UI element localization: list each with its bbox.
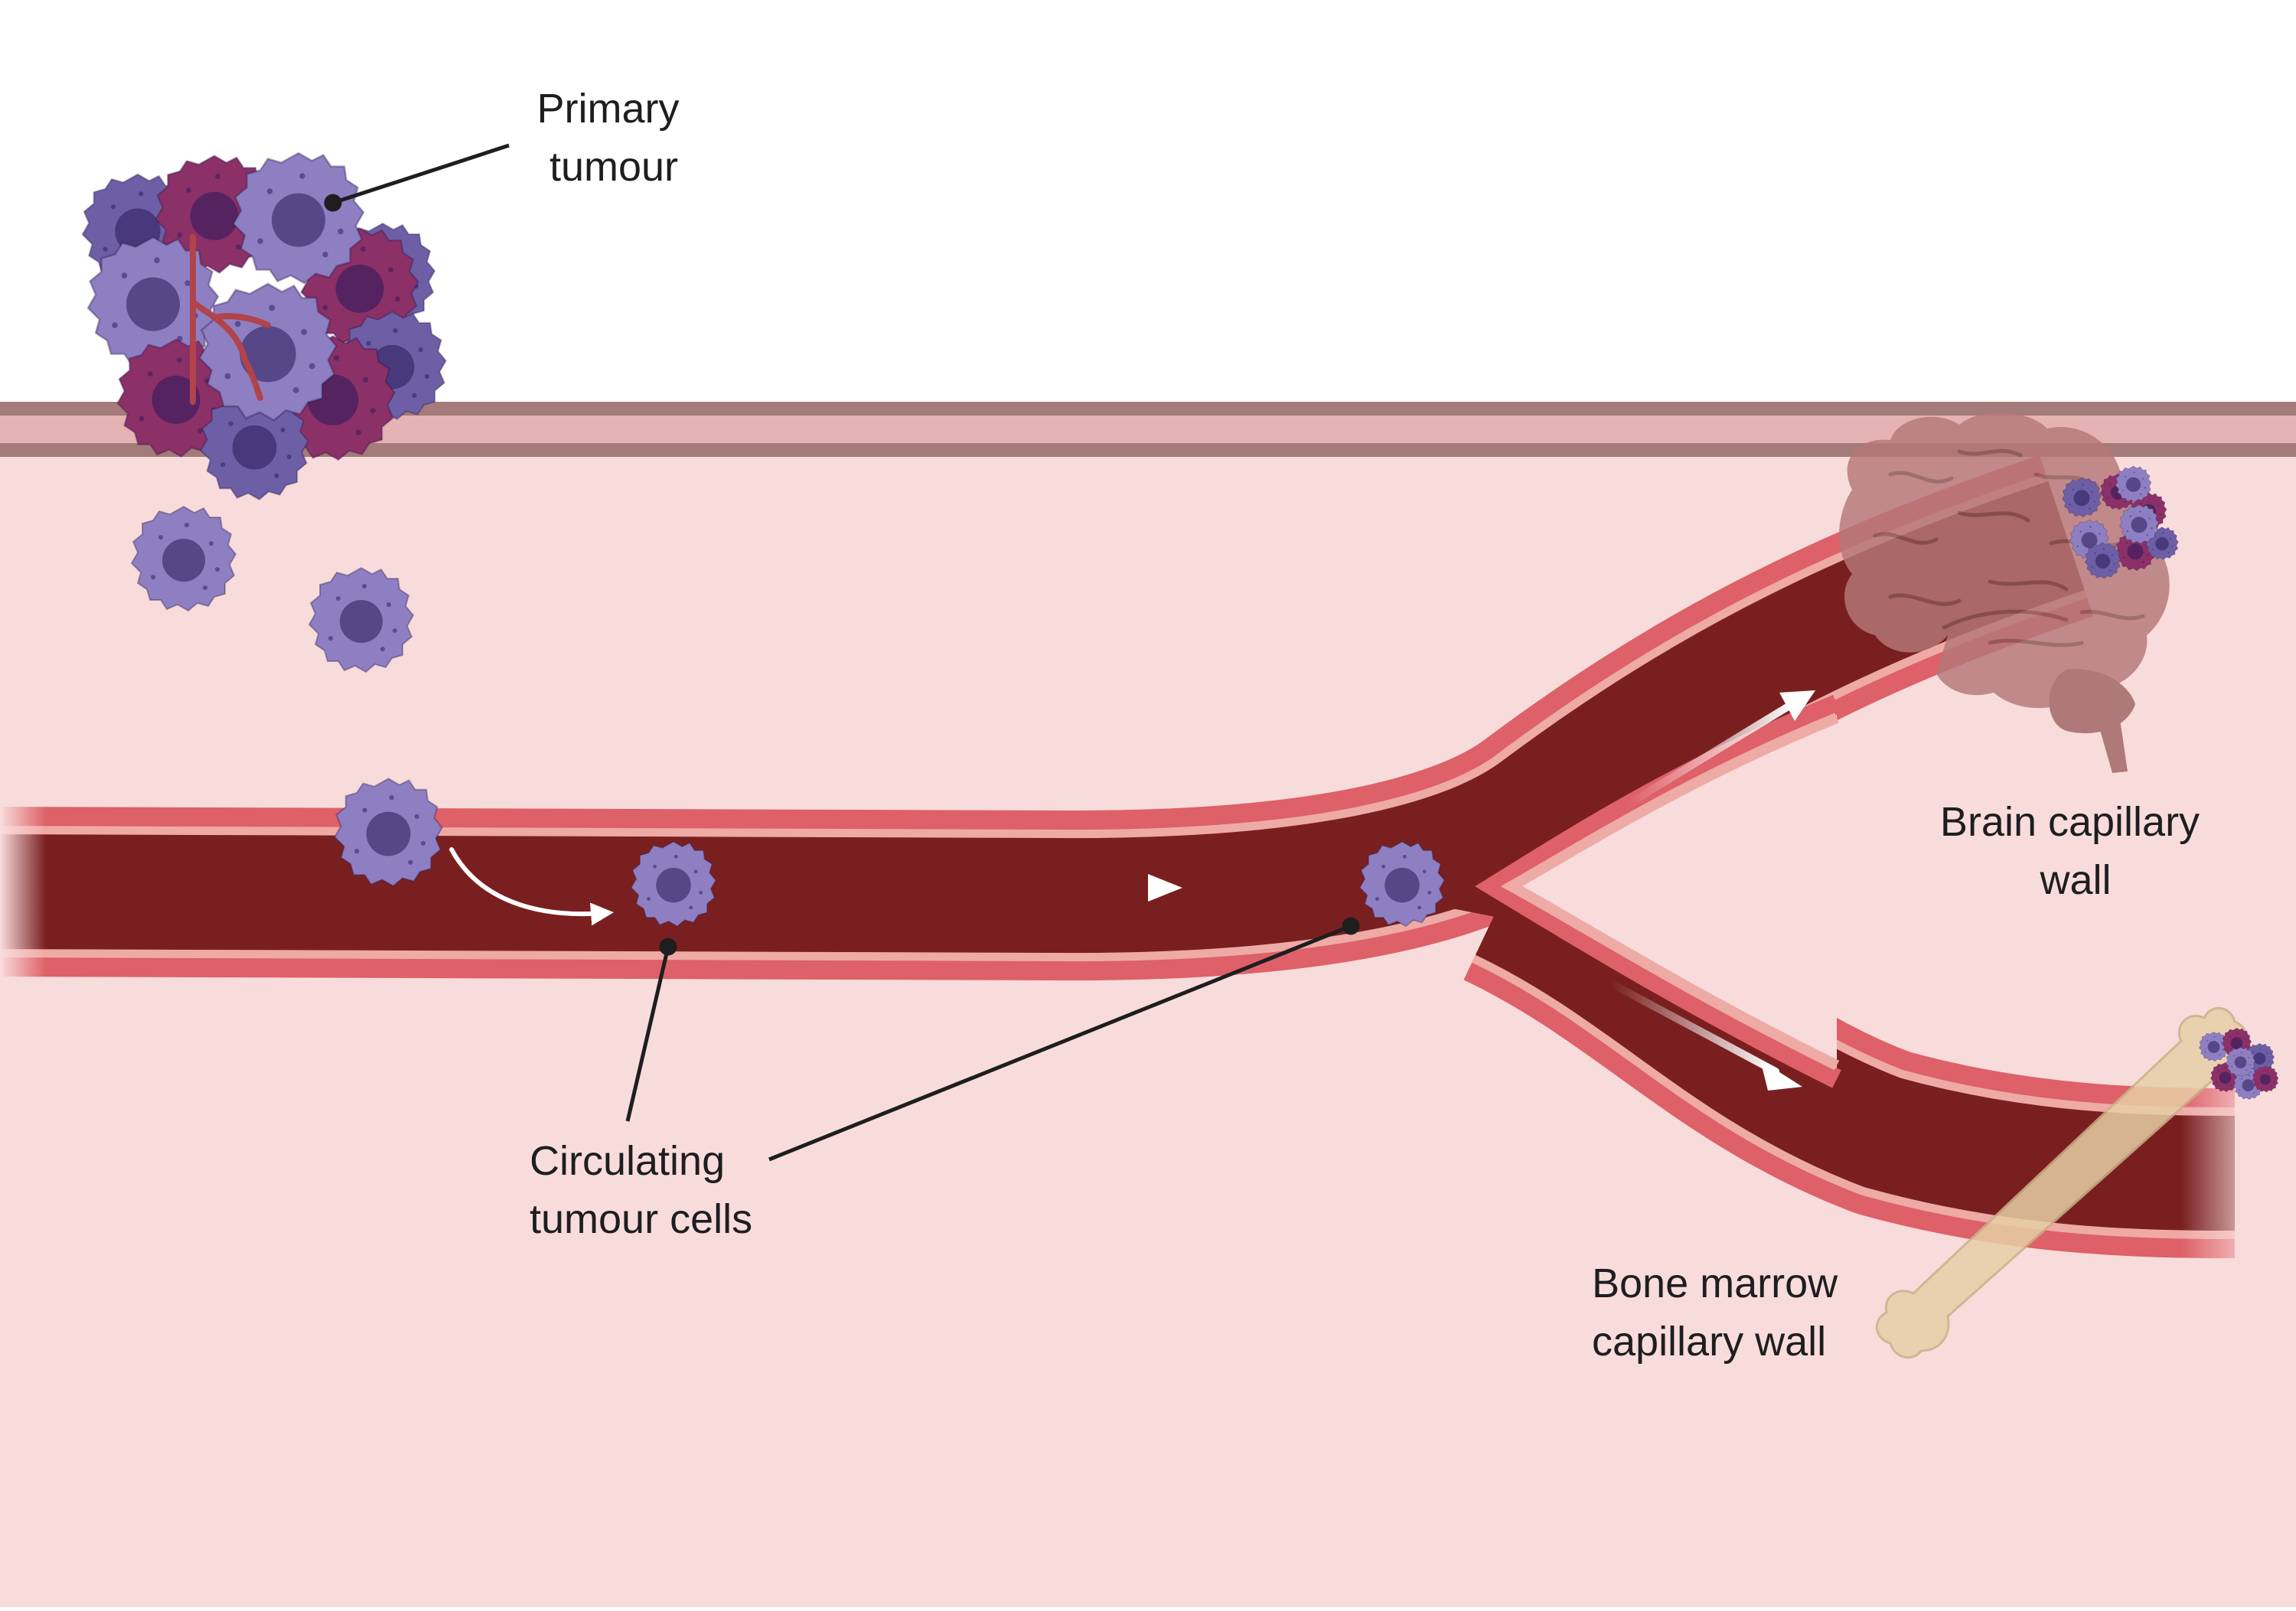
label-circulating-cells: Circulating tumour cells xyxy=(530,1138,752,1242)
vessel-bifurcation xyxy=(1505,712,1837,1071)
tumour-blood-supply xyxy=(190,234,271,405)
leader-lines xyxy=(324,143,1360,1162)
flow-arrow-icon xyxy=(449,690,1815,1091)
label-brain-capillary-wall: Brain capillary wall xyxy=(1940,799,2211,903)
bone-icon xyxy=(1875,1006,2249,1359)
label-bone-marrow-capillary-wall: Bone marrow capillary wall xyxy=(1592,1260,1849,1365)
label-primary-tumour: Primary tumour xyxy=(536,86,690,190)
tumour-mass-icon xyxy=(81,152,447,501)
